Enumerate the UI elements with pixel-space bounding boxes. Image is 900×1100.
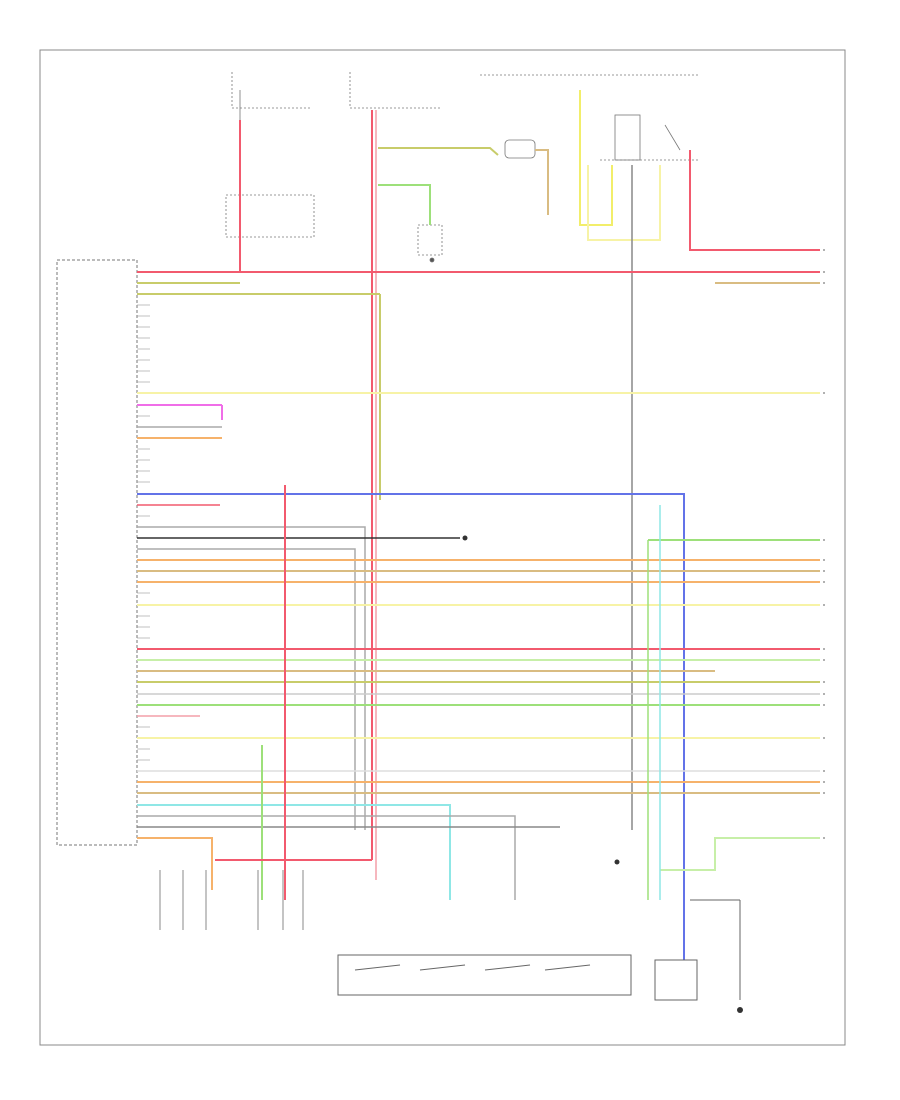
right-edge-terminals <box>823 249 825 839</box>
shift-solenoid <box>417 224 443 263</box>
ecm-pin-ticks <box>137 271 150 839</box>
powertrain-control-module <box>56 259 138 846</box>
output-speed-sensor <box>257 870 304 930</box>
wire-gray-2 <box>137 548 356 830</box>
wire-yellow-top <box>579 90 613 226</box>
wire-gray-lower-3 <box>137 815 516 900</box>
transmission-range-sensor <box>337 954 632 996</box>
fuse-block-middle <box>349 72 440 109</box>
wire-gray-1 <box>137 526 366 830</box>
wire-olive-top <box>378 147 499 156</box>
wire-orange-bottom <box>137 837 213 890</box>
wire-blue <box>137 493 685 960</box>
ground-point <box>462 535 743 1013</box>
wire-tan-top <box>535 149 549 215</box>
diagram-border <box>39 49 846 1046</box>
wire-cyan-lower <box>137 804 451 900</box>
solenoid-top <box>504 139 536 159</box>
wire-red-right-feed <box>689 150 820 251</box>
relay-switch <box>480 74 700 161</box>
wire-green-top <box>378 184 431 225</box>
valve-body-connector <box>654 899 741 1001</box>
wire-light-yellow-top <box>587 165 661 241</box>
wire-green-bottom-right <box>660 837 820 871</box>
turbine-speed-sensor <box>159 870 207 930</box>
